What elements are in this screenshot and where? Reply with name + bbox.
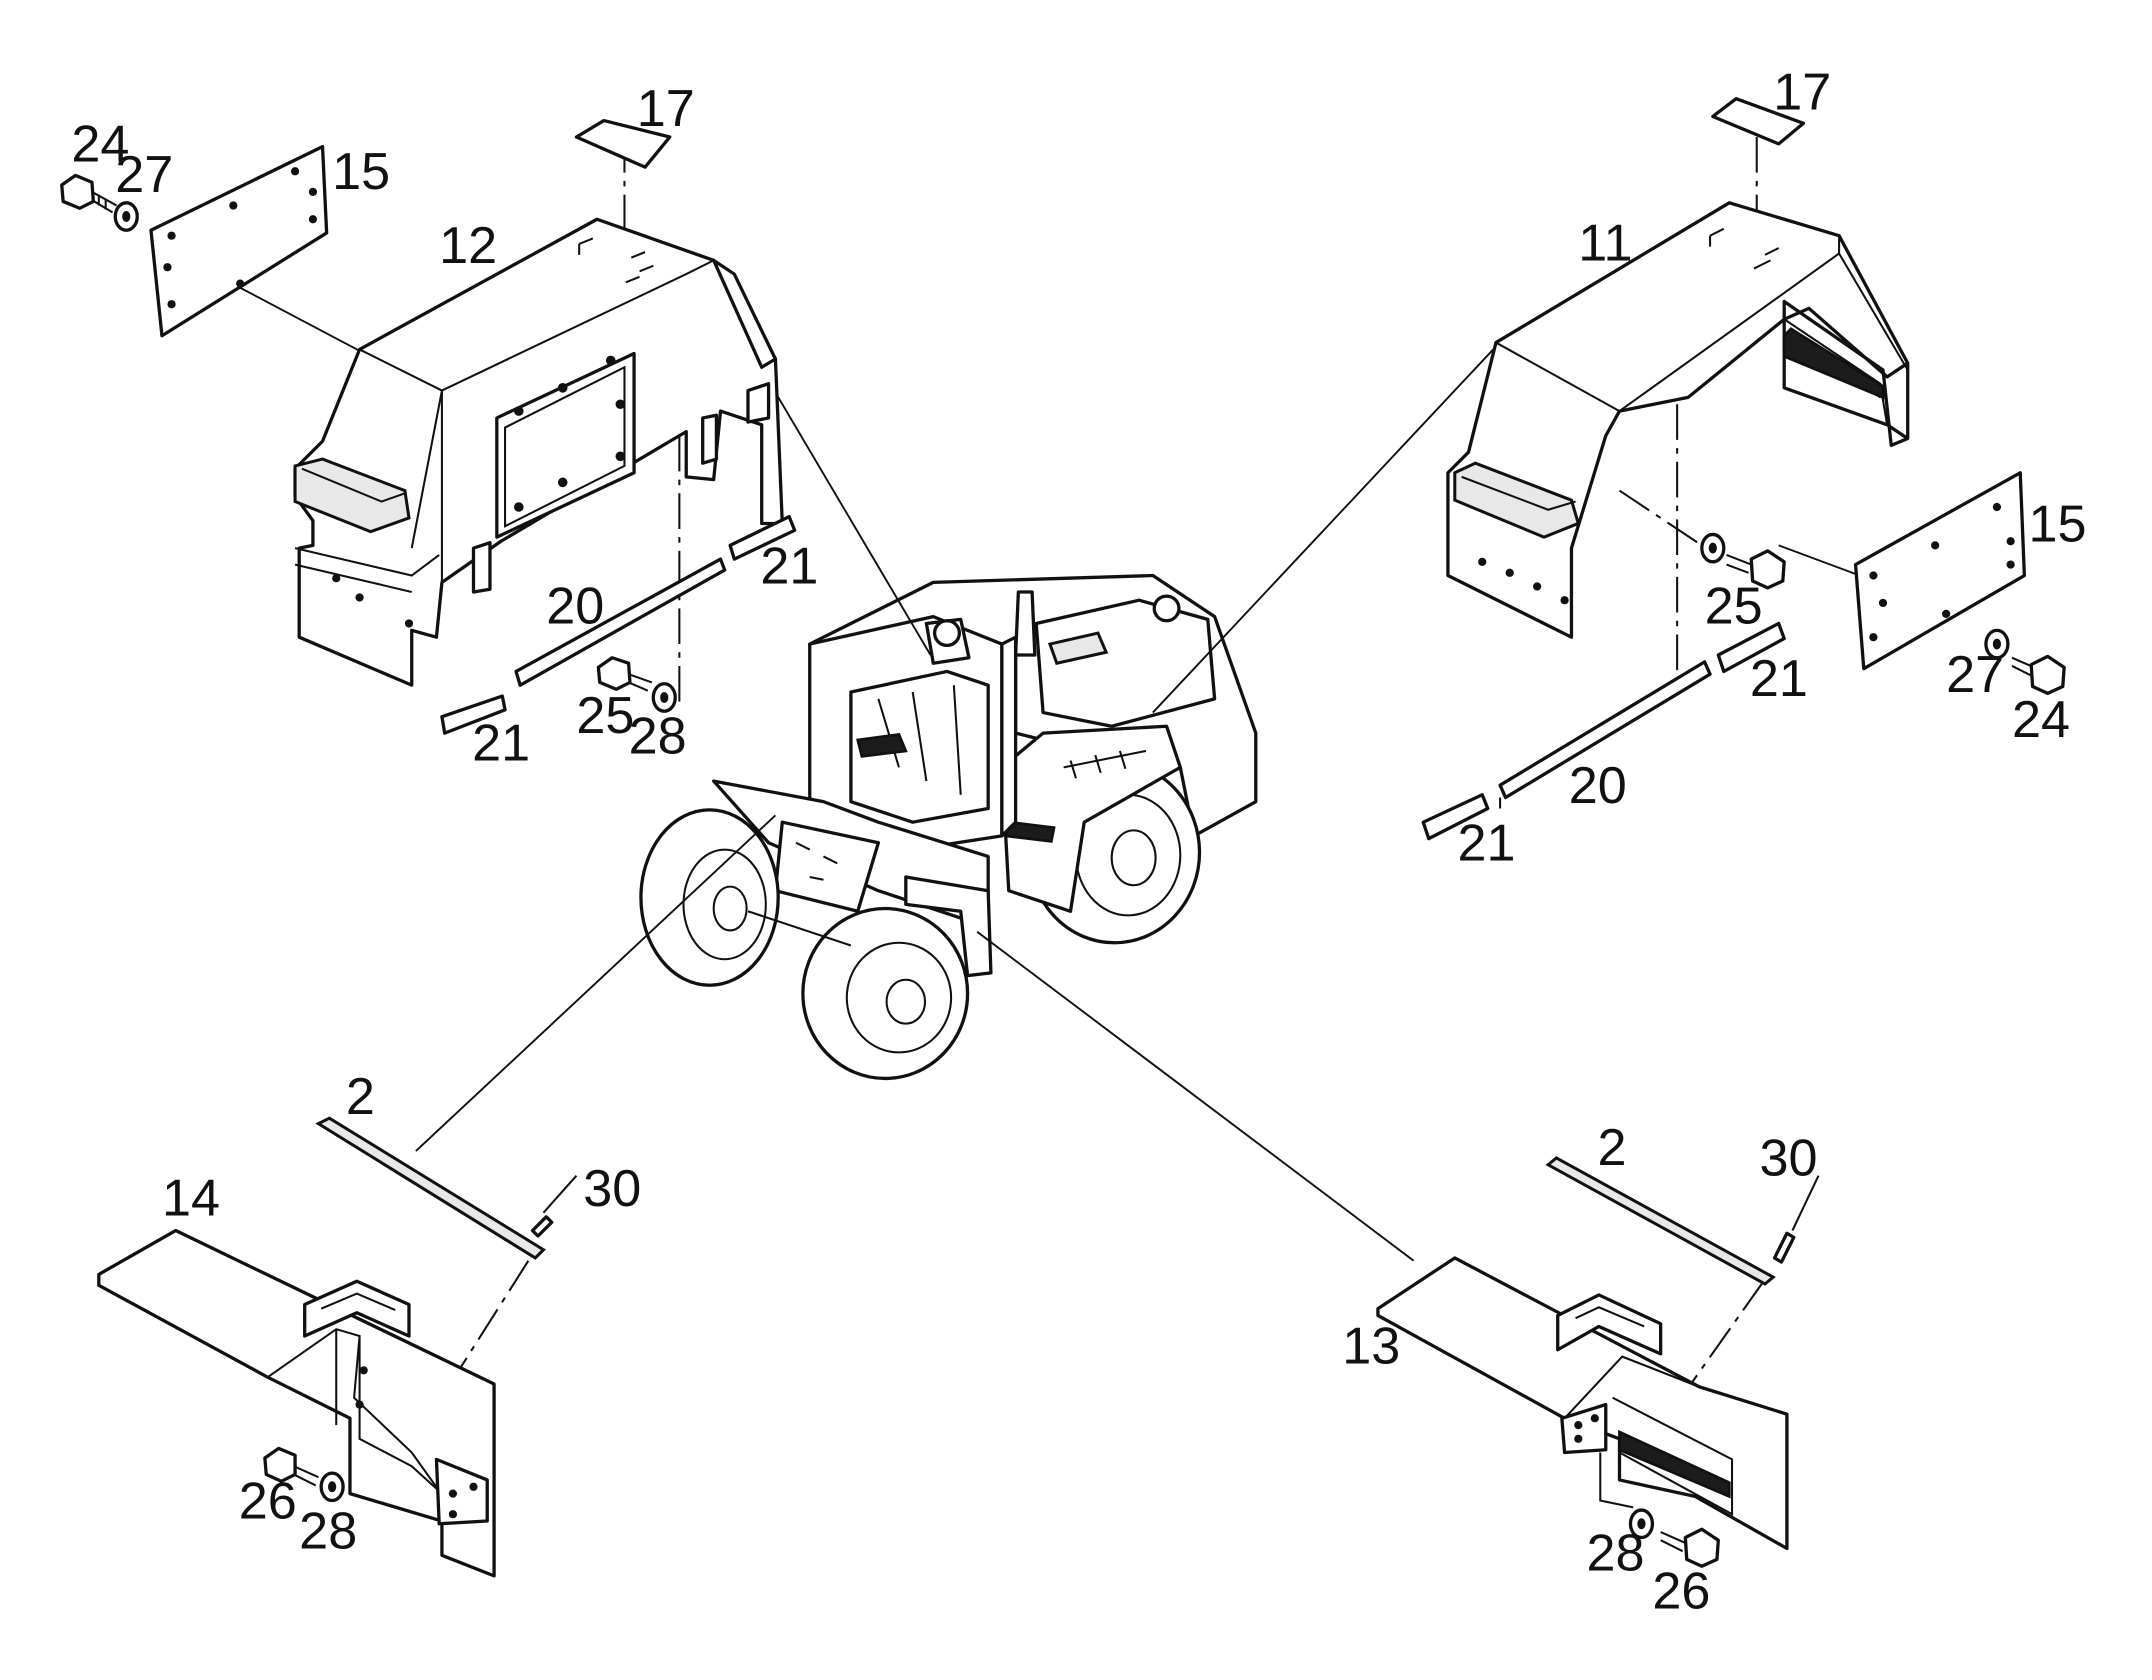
callout-left-front-pin: 30: [583, 1160, 641, 1218]
right-rear-strip-20: [1498, 660, 1712, 800]
left-rear-strip-21-a: [440, 694, 507, 735]
right-rear-strip-21-a: [1716, 621, 1786, 674]
callout-left-rear-washer-28: 28: [629, 708, 687, 766]
right-rear-bolt-25: [1700, 532, 1786, 590]
callout-left-front-fender: 14: [162, 1170, 220, 1228]
callout-right-front-fender: 13: [1342, 1317, 1400, 1375]
callout-left-rear-strip-20: 20: [546, 578, 604, 636]
callout-left-rear-decal: 17: [637, 80, 695, 138]
left-front-bolt-26: [263, 1446, 319, 1487]
callout-left-rear-bolt: 24: [71, 116, 129, 174]
callout-left-rear-bolt-25: 25: [576, 687, 634, 745]
left-front-pin-30: [530, 1175, 578, 1238]
left-rear-washer-27: [113, 201, 139, 232]
callout-right-rear-washer: 27: [1946, 646, 2004, 704]
left-rear-bolt-24: [60, 173, 118, 214]
right-front-pin-30: [1772, 1175, 1820, 1264]
left-rear-washer-28: [651, 682, 677, 713]
right-front-strip-2: [1545, 1156, 1776, 1286]
callout-left-rear-strip-21-b: 21: [760, 538, 818, 596]
left-rear-bolt-25: [596, 656, 653, 692]
callout-right-rear-bolt-25: 25: [1705, 578, 1763, 636]
right-front-bolt-26: [1660, 1527, 1720, 1568]
right-rear-plate-15: [1853, 471, 2027, 671]
left-rear-decal-17: [574, 118, 672, 169]
right-rear-washer-27: [1984, 628, 2010, 660]
callout-left-front-washer: 28: [299, 1502, 357, 1560]
callout-left-rear-plate: 15: [332, 143, 390, 201]
loader-vehicle: [639, 573, 1258, 1081]
callout-labels: 24 27 15 17 12 21 20 25 28 21 17 11 15 2…: [71, 64, 2086, 1621]
left-front-fender-14: [97, 1228, 496, 1578]
left-rear-fender-12: [293, 217, 784, 687]
left-rear-strip-20: [514, 557, 727, 687]
callout-right-front-washer: 28: [1587, 1524, 1645, 1582]
left-front-strip-2: [315, 1116, 546, 1260]
right-rear-fender-11: [1446, 201, 1910, 639]
callout-left-rear-strip-21-a: 21: [472, 715, 530, 773]
callout-right-rear-plate: 15: [2028, 495, 2086, 553]
callout-right-front-pin: 30: [1759, 1130, 1817, 1188]
callout-right-rear-decal: 17: [1773, 64, 1831, 122]
right-front-washer-28: [1628, 1508, 1655, 1540]
callout-right-rear-strip-21-b: 21: [1458, 815, 1516, 873]
callout-right-rear-bolt: 24: [2012, 691, 2070, 749]
callout-left-rear-fender: 12: [439, 217, 497, 275]
callout-right-rear-strip-20: 20: [1569, 757, 1627, 815]
callout-right-rear-strip-21-a: 21: [1750, 650, 1808, 708]
callout-left-rear-washer: 27: [115, 146, 173, 204]
right-rear-bolt-24: [2011, 654, 2066, 696]
callout-left-front-strip: 2: [346, 1068, 375, 1126]
right-rear-decal-17: [1711, 97, 1806, 146]
left-rear-plate-15: [149, 144, 329, 338]
right-rear-strip-21-b: [1421, 793, 1490, 841]
callout-left-front-bolt: 26: [239, 1472, 297, 1530]
right-front-fender-13: [1376, 1256, 1789, 1551]
left-front-washer-28: [319, 1471, 345, 1503]
left-rear-strip-21-b: [728, 514, 797, 561]
callout-right-front-strip: 2: [1598, 1119, 1627, 1177]
callout-right-front-bolt: 26: [1652, 1563, 1710, 1621]
callout-right-rear-fender: 11: [1578, 214, 1632, 272]
